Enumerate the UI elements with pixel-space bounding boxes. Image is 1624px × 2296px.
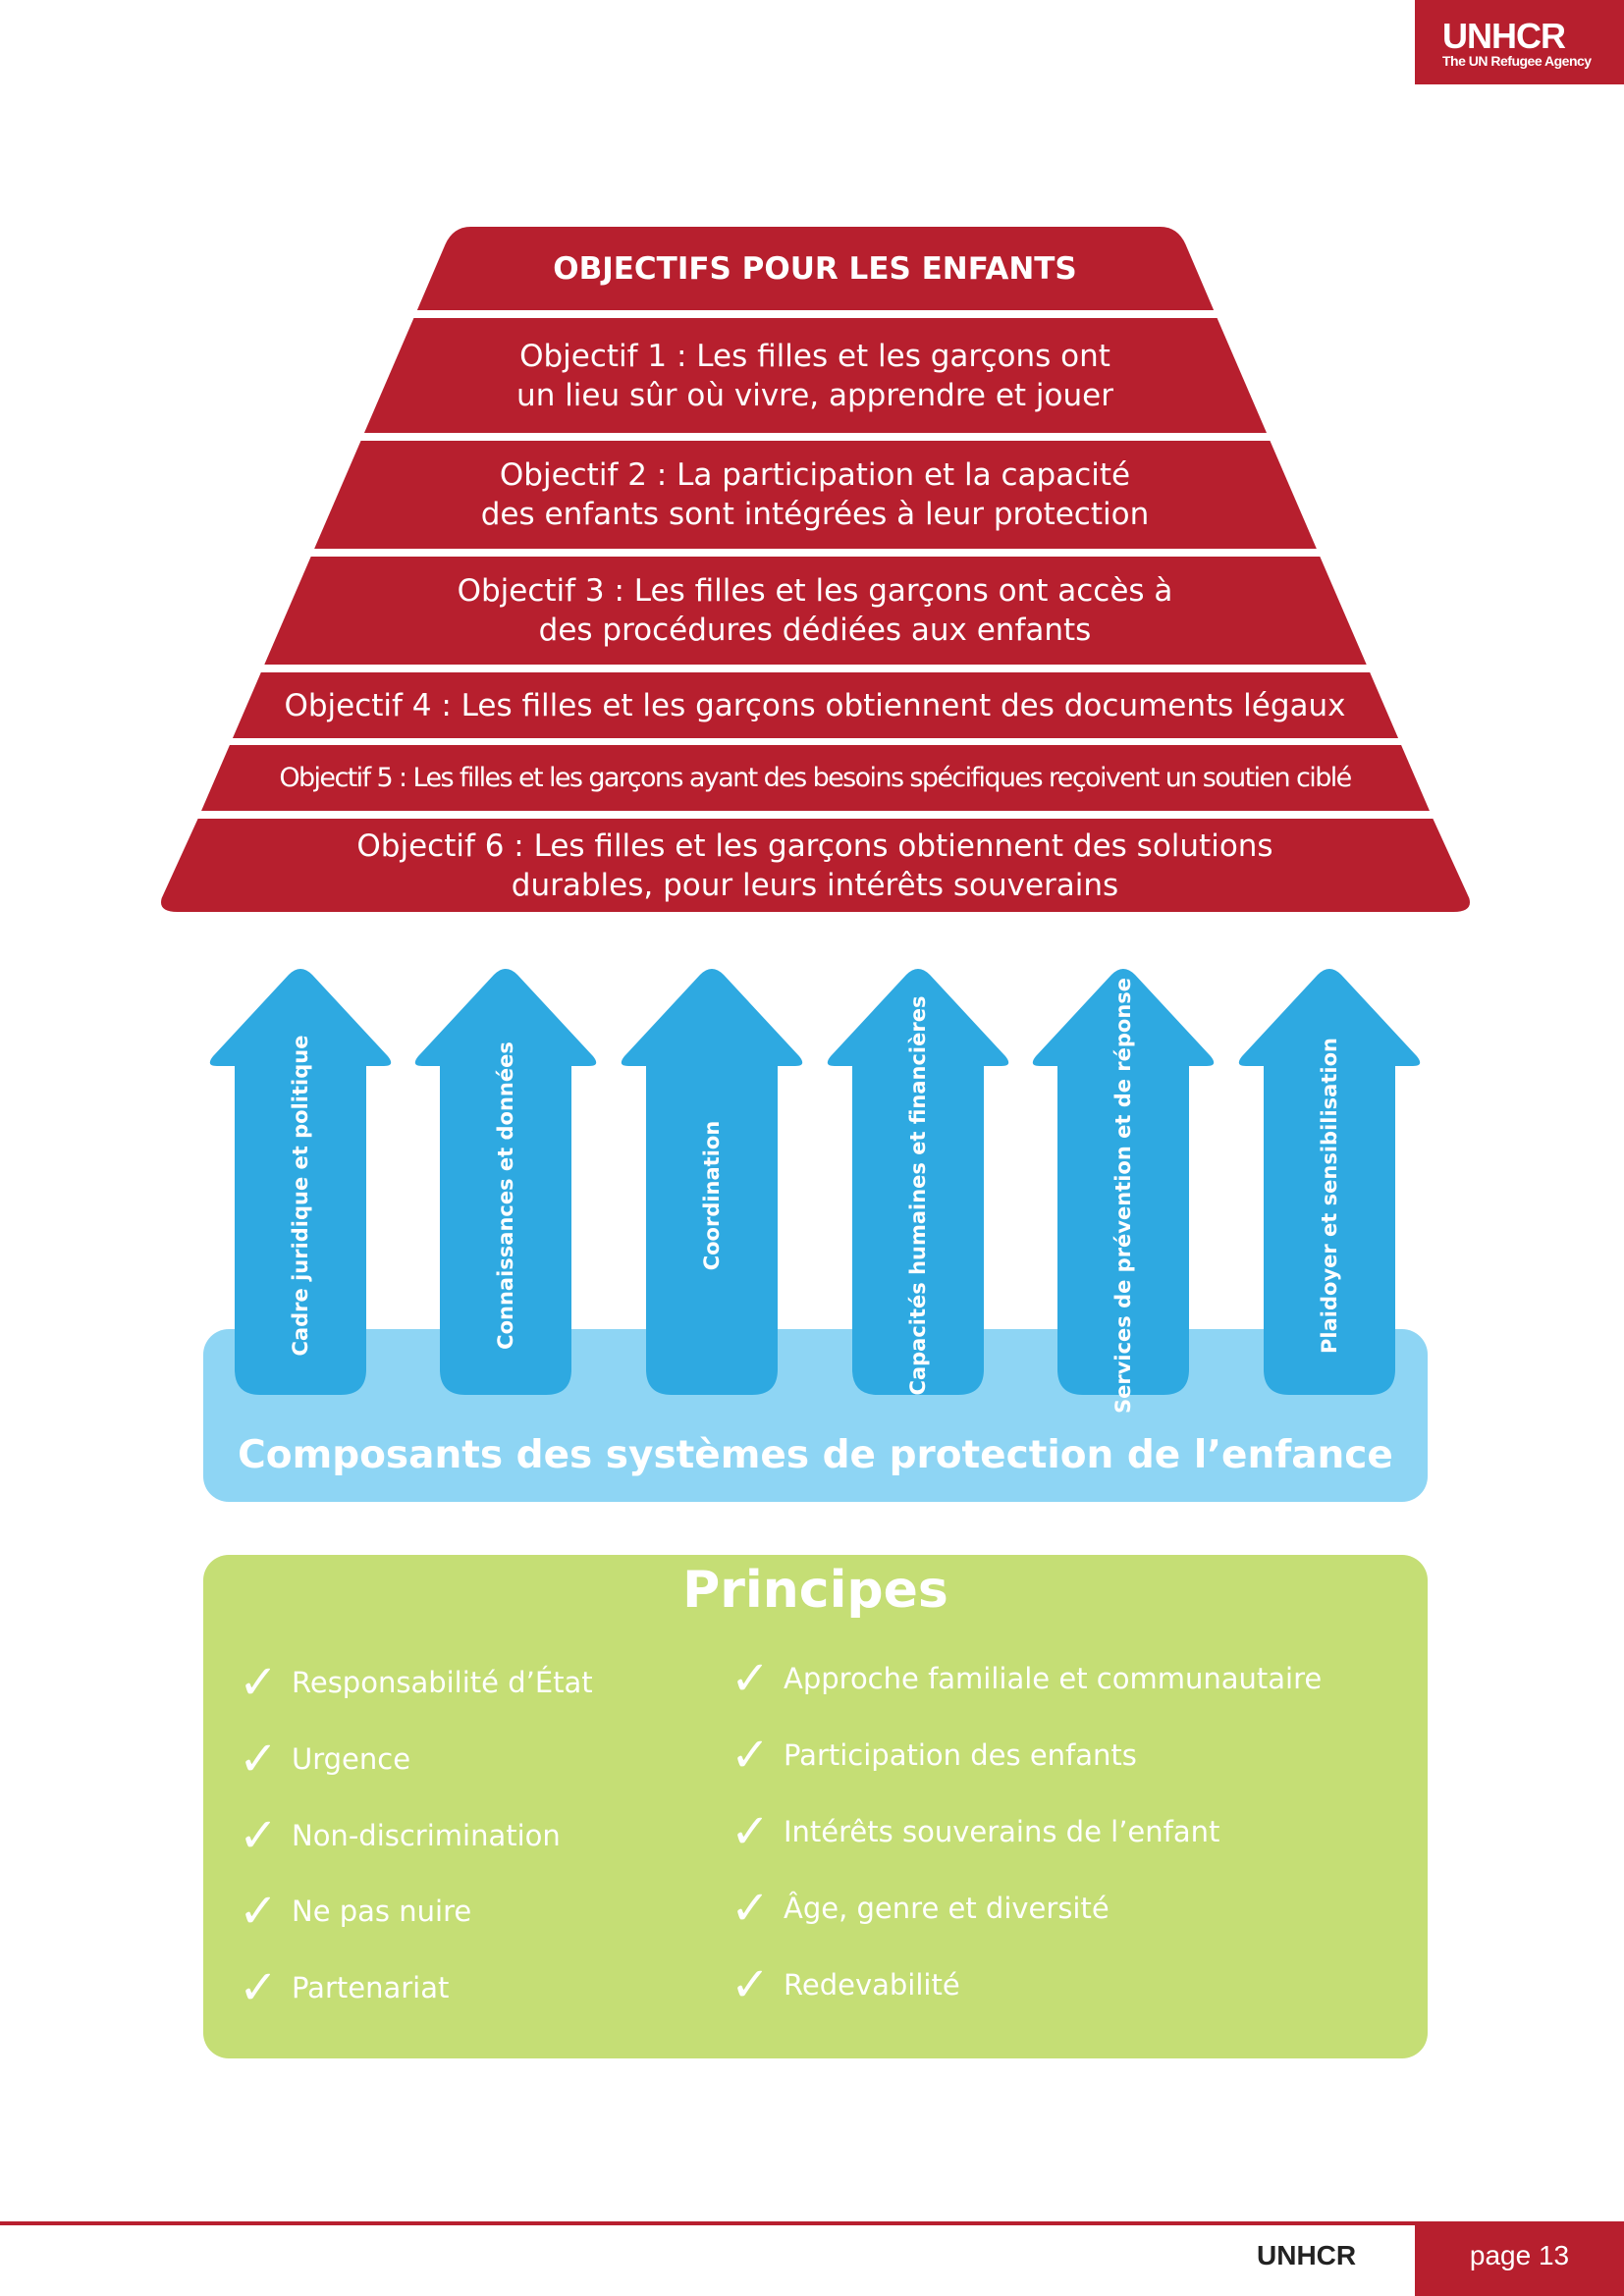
objective-band-3 (264, 557, 1367, 665)
objective-band-5 (201, 745, 1430, 811)
principle-item: ✓ Approche familiale et communautaire (731, 1651, 1323, 1706)
unhcr-logo: UNHCR The UN Refugee Agency (1415, 0, 1624, 84)
component-label: Capacités humaines et financières (906, 995, 930, 1396)
objective-4: Objectif 4 : Les filles et les garçons o… (157, 672, 1473, 738)
principle-label: Ne pas nuire (292, 1895, 472, 1928)
principle-label: Approche familiale et communautaire (784, 1662, 1323, 1695)
check-icon: ✓ (239, 1732, 279, 1787)
page-number: page 13 (1469, 2240, 1570, 2270)
principle-item: ✓ Ne pas nuire (239, 1884, 472, 1939)
logo-main: UNHCR (1442, 16, 1566, 56)
objective-line: Objectif 5 : Les filles et les garçons a… (279, 762, 1352, 793)
component-label: Services de prévention et de réponse (1111, 977, 1135, 1415)
principle-label: Urgence (292, 1742, 411, 1776)
check-icon: ✓ (731, 1651, 771, 1706)
component-label: Cadre juridique et politique (289, 1035, 312, 1357)
check-icon: ✓ (239, 1884, 279, 1939)
objectives-pyramid (160, 227, 1471, 912)
objective-2: Objectif 2 : La participation et la capa… (157, 441, 1473, 549)
principle-label: Âge, genre et diversité (784, 1892, 1110, 1925)
arrow-up-icon (827, 969, 1009, 1395)
objective-band-1 (363, 318, 1268, 433)
check-icon: ✓ (731, 1728, 771, 1783)
component-label: Coordination (700, 1120, 724, 1271)
component-label: Plaidoyer et sensibilisation (1318, 1038, 1341, 1354)
check-icon: ✓ (731, 1804, 771, 1859)
components-label: Composants des systèmes de protection de… (238, 1433, 1393, 1477)
arrow-up-icon (1032, 969, 1215, 1395)
arrow-up-icon (621, 969, 803, 1395)
objective-line: durables, pour leurs intérêts souverains (511, 867, 1119, 903)
principle-label: Participation des enfants (784, 1738, 1137, 1772)
footer-org: UNHCR (1257, 2240, 1357, 2270)
principle-label: Non-discrimination (292, 1819, 561, 1852)
principle-label: Redevabilité (784, 1968, 960, 2002)
principle-label: Partenariat (292, 1971, 450, 2004)
principles-title: Principes (682, 1561, 948, 1620)
objective-band-4 (232, 672, 1399, 738)
check-icon: ✓ (239, 1655, 279, 1710)
objective-3: Objectif 3 : Les filles et les garçons o… (157, 557, 1473, 665)
objective-line: Objectif 6 : Les filles et les garçons o… (356, 828, 1273, 864)
check-icon: ✓ (239, 1808, 279, 1863)
logo-sub: The UN Refugee Agency (1442, 53, 1592, 69)
arrow-up-icon (209, 969, 392, 1395)
footer-page-box (1415, 2221, 1624, 2296)
check-icon: ✓ (731, 1881, 771, 1936)
principle-item: ✓ Partenariat (239, 1960, 450, 2015)
principle-item: ✓ Participation des enfants (731, 1728, 1137, 1783)
arrow-up-icon (414, 969, 597, 1395)
objective-line: OBJECTIFS POUR LES ENFANTS (553, 250, 1077, 287)
principle-label: Intérêts souverains de l’enfant (784, 1815, 1220, 1848)
principle-label: Responsabilité d’État (292, 1666, 593, 1699)
footer-divider (0, 2221, 1624, 2225)
objective-band-6 (160, 819, 1471, 912)
objective-line: Objectif 3 : Les filles et les garçons o… (457, 573, 1173, 609)
objective-1: Objectif 1 : Les filles et les garçons o… (157, 318, 1473, 433)
objective-5: Objectif 5 : Les filles et les garçons a… (157, 745, 1473, 811)
principles-panel (203, 1555, 1428, 2058)
pyramid-title: OBJECTIFS POUR LES ENFANTS (157, 227, 1473, 310)
objective-line: Objectif 4 : Les filles et les garçons o… (284, 687, 1346, 723)
principle-item: ✓ Non-discrimination (239, 1808, 561, 1863)
objective-6: Objectif 6 : Les filles et les garçons o… (157, 819, 1473, 912)
objective-line: des enfants sont intégrées à leur protec… (480, 497, 1150, 532)
principle-item: ✓ Intérêts souverains de l’enfant (731, 1804, 1220, 1859)
components-base (203, 1329, 1428, 1502)
component-arrows (209, 969, 1421, 1395)
arrow-up-icon (1238, 969, 1421, 1395)
component-label: Connaissances et données (494, 1041, 517, 1350)
principle-item: ✓ Urgence (239, 1732, 411, 1787)
pyramid-title-band (416, 227, 1215, 310)
objective-line: Objectif 2 : La participation et la capa… (499, 457, 1131, 493)
objective-line: des procédures dédiées aux enfants (538, 613, 1092, 648)
principle-item: ✓ Âge, genre et diversité (731, 1881, 1110, 1936)
check-icon: ✓ (239, 1960, 279, 2015)
objective-line: un lieu sûr où vivre, apprendre et jouer (516, 377, 1113, 413)
principle-item: ✓ Responsabilité d’État (239, 1655, 593, 1710)
objective-line: Objectif 1 : Les filles et les garçons o… (519, 338, 1110, 374)
objective-band-2 (314, 441, 1317, 549)
principle-item: ✓ Redevabilité (731, 1957, 960, 2012)
check-icon: ✓ (731, 1957, 771, 2012)
